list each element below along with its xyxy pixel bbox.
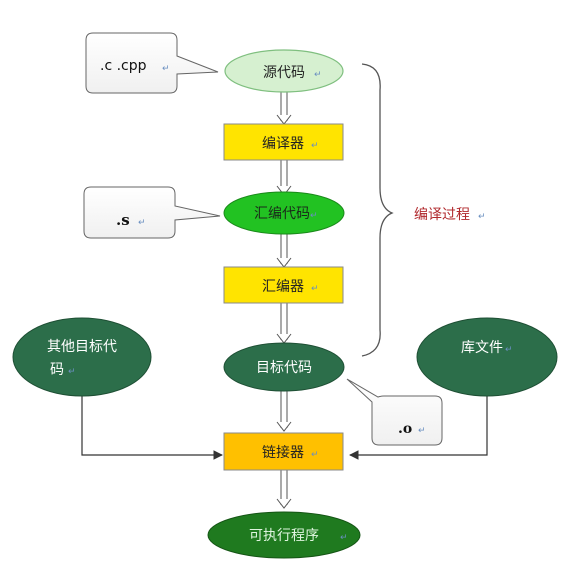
callout-object-ext-text: .o	[398, 421, 412, 437]
node-object-code: 目标代码	[223, 342, 345, 392]
node-executable-label: 可执行程序	[249, 528, 319, 544]
node-library: 库文件 ↵	[416, 317, 558, 397]
side-connectors	[81, 395, 488, 460]
return-mark: ↵	[478, 212, 486, 222]
node-linker-label: 链接器	[262, 444, 304, 461]
return-mark: ↵	[162, 64, 170, 74]
node-asm-code-label: 汇编代码	[254, 206, 310, 222]
main-flow-connectors	[276, 91, 292, 509]
node-assembler: 汇编器 ↵	[223, 266, 344, 304]
compile-process-brace	[361, 63, 394, 357]
callout-asm-ext: .s ↵	[83, 186, 221, 239]
return-mark: ↵	[340, 533, 348, 543]
return-mark: ↵	[311, 450, 319, 460]
return-mark: ↵	[68, 367, 76, 377]
node-source-code-label: 源代码	[263, 65, 305, 81]
node-assembler-label: 汇编器	[262, 279, 304, 295]
return-mark: ↵	[310, 211, 318, 221]
compile-process-label: 编译过程	[414, 207, 470, 223]
node-other-object-code: 其他目标代 码 ↵	[12, 317, 152, 397]
node-other-object-code-line2: 码	[50, 362, 64, 378]
node-compiler: 编译器 ↵	[223, 123, 344, 161]
node-other-object-code-line1: 其他目标代	[47, 339, 117, 355]
return-mark: ↵	[314, 70, 322, 80]
node-object-code-label: 目标代码	[256, 360, 312, 376]
return-mark: ↵	[311, 141, 319, 151]
node-asm-code: 汇编代码 ↵	[223, 191, 345, 235]
node-executable: 可执行程序 ↵	[207, 511, 361, 559]
node-linker: 链接器 ↵	[223, 432, 344, 471]
callout-object-ext: .o ↵	[346, 378, 443, 446]
node-compiler-label: 编译器	[262, 136, 304, 152]
return-mark: ↵	[505, 345, 513, 355]
callout-source-ext-text: .c .cpp	[100, 58, 147, 74]
callout-asm-ext-text: .s	[116, 211, 130, 229]
return-mark: ↵	[311, 284, 319, 294]
return-mark: ↵	[138, 218, 146, 228]
return-mark: ↵	[418, 426, 426, 436]
callout-source-ext: .c .cpp ↵	[85, 32, 219, 94]
node-library-label: 库文件	[461, 340, 503, 356]
node-source-code: 源代码 ↵	[224, 49, 344, 93]
